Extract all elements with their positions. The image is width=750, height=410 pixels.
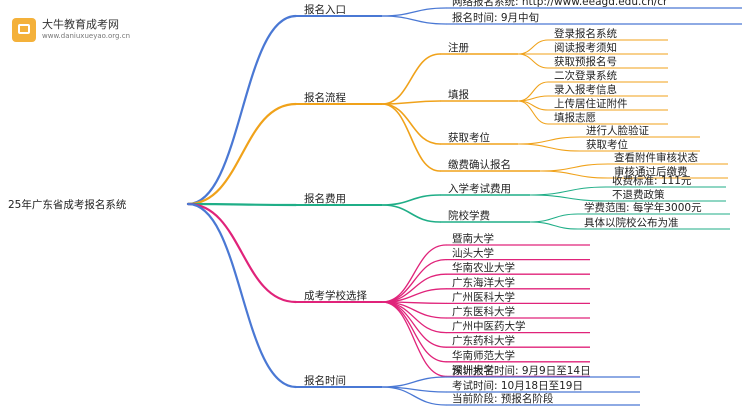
branch-topic: 成考学校选择: [304, 289, 367, 302]
root-to-branch-connector: [186, 202, 298, 207]
subtopic-to-leaf-connector: [529, 221, 579, 230]
subtopic-to-leaf-connector: [517, 39, 549, 55]
subtopic-to-leaf-connector: [517, 136, 581, 145]
subtopic-to-leaf-connector: [529, 194, 607, 202]
branch-topic: 报名流程: [304, 91, 346, 104]
subtopic-to-leaf-connector: [517, 143, 581, 152]
branch-to-subtopic-connector: [381, 53, 441, 105]
logo-title: 大牛教育成考网: [42, 18, 119, 31]
leaf-topic: 登录报名系统: [554, 27, 617, 40]
site-logo: 大牛教育成考网 www.daniuxueyao.org.cn: [12, 16, 142, 46]
leaf-topic: 报名时间: 9月中旬: [452, 11, 539, 24]
subtopic-to-leaf-connector: [529, 213, 579, 223]
branch-topic: 报名时间: [304, 374, 346, 387]
leaf-topic: 阅读报考须知: [554, 41, 617, 54]
branch-topic: 报名费用: [304, 192, 346, 205]
leaf-topic: 进行人脸验证: [586, 124, 649, 137]
branch-to-leaf-connector: [381, 301, 447, 378]
subtopic: 获取考位: [448, 131, 490, 144]
logo-subtitle: www.daniuxueyao.org.cn: [42, 32, 131, 40]
leaf-topic: 获取考位: [586, 138, 628, 151]
leaf-topic: 暨南大学: [452, 232, 494, 245]
subtopic-to-leaf-connector: [529, 186, 607, 196]
subtopic-to-leaf-connector: [517, 53, 549, 69]
leaf-topic: 广州医科大学: [452, 290, 515, 303]
leaf-topic: 广州中医药大学: [452, 320, 526, 333]
branch-to-leaf-connector: [381, 376, 447, 388]
branch-to-subtopic-connector: [381, 103, 441, 172]
leaf-topic: 广东医科大学: [452, 305, 515, 318]
branch-to-leaf-connector: [381, 15, 447, 25]
subtopic-to-leaf-connector: [517, 100, 549, 125]
root-topic: 25年广东省成考报名系统: [8, 198, 127, 211]
branch-to-leaf-connector: [381, 386, 447, 406]
root-to-branch-connector: [186, 14, 298, 206]
subtopic: 入学考试费用: [448, 182, 511, 195]
branch-to-leaf-connector: [381, 7, 447, 17]
root-to-branch-connector: [186, 102, 298, 206]
subtopic: 院校学费: [448, 209, 490, 222]
leaf-topic: 华南师范大学: [452, 349, 515, 362]
branch-to-leaf-connector: [381, 244, 447, 303]
root-to-branch-connector: [186, 202, 298, 304]
branch-to-subtopic-connector: [381, 100, 441, 105]
leaf-topic: 汕头大学: [452, 247, 494, 260]
branch-topic: 报名入口: [304, 3, 346, 16]
branch-to-leaf-connector: [381, 273, 447, 303]
leaf-topic: 不退费政策: [612, 188, 665, 201]
leaf-topic: 上传居住证附件: [554, 97, 628, 110]
leaf-topic: 学费范围: 每学年3000元: [584, 201, 702, 214]
subtopic: 填报: [448, 88, 469, 101]
leaf-topic: 广东海洋大学: [452, 276, 515, 289]
leaf-topic: 审核通过后缴费: [614, 165, 688, 178]
branch-to-subtopic-connector: [381, 194, 441, 206]
root-to-branch-connector: [186, 202, 298, 389]
subtopic-to-leaf-connector: [539, 170, 609, 179]
leaf-topic: 收费标准: 111元: [612, 174, 692, 187]
subtopic-to-leaf-connector: [539, 163, 609, 172]
leaf-topic: 具体以院校公布为准: [584, 216, 679, 229]
leaf-topic: 预计报名时间: 9月9日至14日: [452, 364, 591, 377]
subtopic: 缴费确认报名: [448, 158, 511, 171]
subtopic-to-leaf-connector: [517, 95, 549, 102]
leaf-topic: 查看附件审核状态: [614, 151, 698, 164]
leaf-topic: 广东药科大学: [452, 334, 515, 347]
leaf-topic: 考试时间: 10月18日至19日: [452, 379, 583, 392]
leaf-topic: 二次登录系统: [554, 69, 617, 82]
leaf-topic: 当前阶段: 预报名阶段: [452, 392, 554, 405]
leaf-topic: 华南农业大学: [452, 261, 515, 274]
leaf-topic: 录入报考信息: [554, 83, 617, 96]
subtopic: 注册: [448, 41, 469, 54]
leaf-topic: 网络报名系统: http://www.eeagd.edu.cn/cr: [452, 0, 668, 8]
branch-to-subtopic-connector: [381, 204, 441, 223]
leaf-topic: 获取预报名号: [554, 55, 617, 68]
leaf-topic: 填报志愿: [554, 111, 596, 124]
book-icon: [12, 18, 36, 42]
leaf-topic: 深圳大学: [452, 363, 494, 376]
